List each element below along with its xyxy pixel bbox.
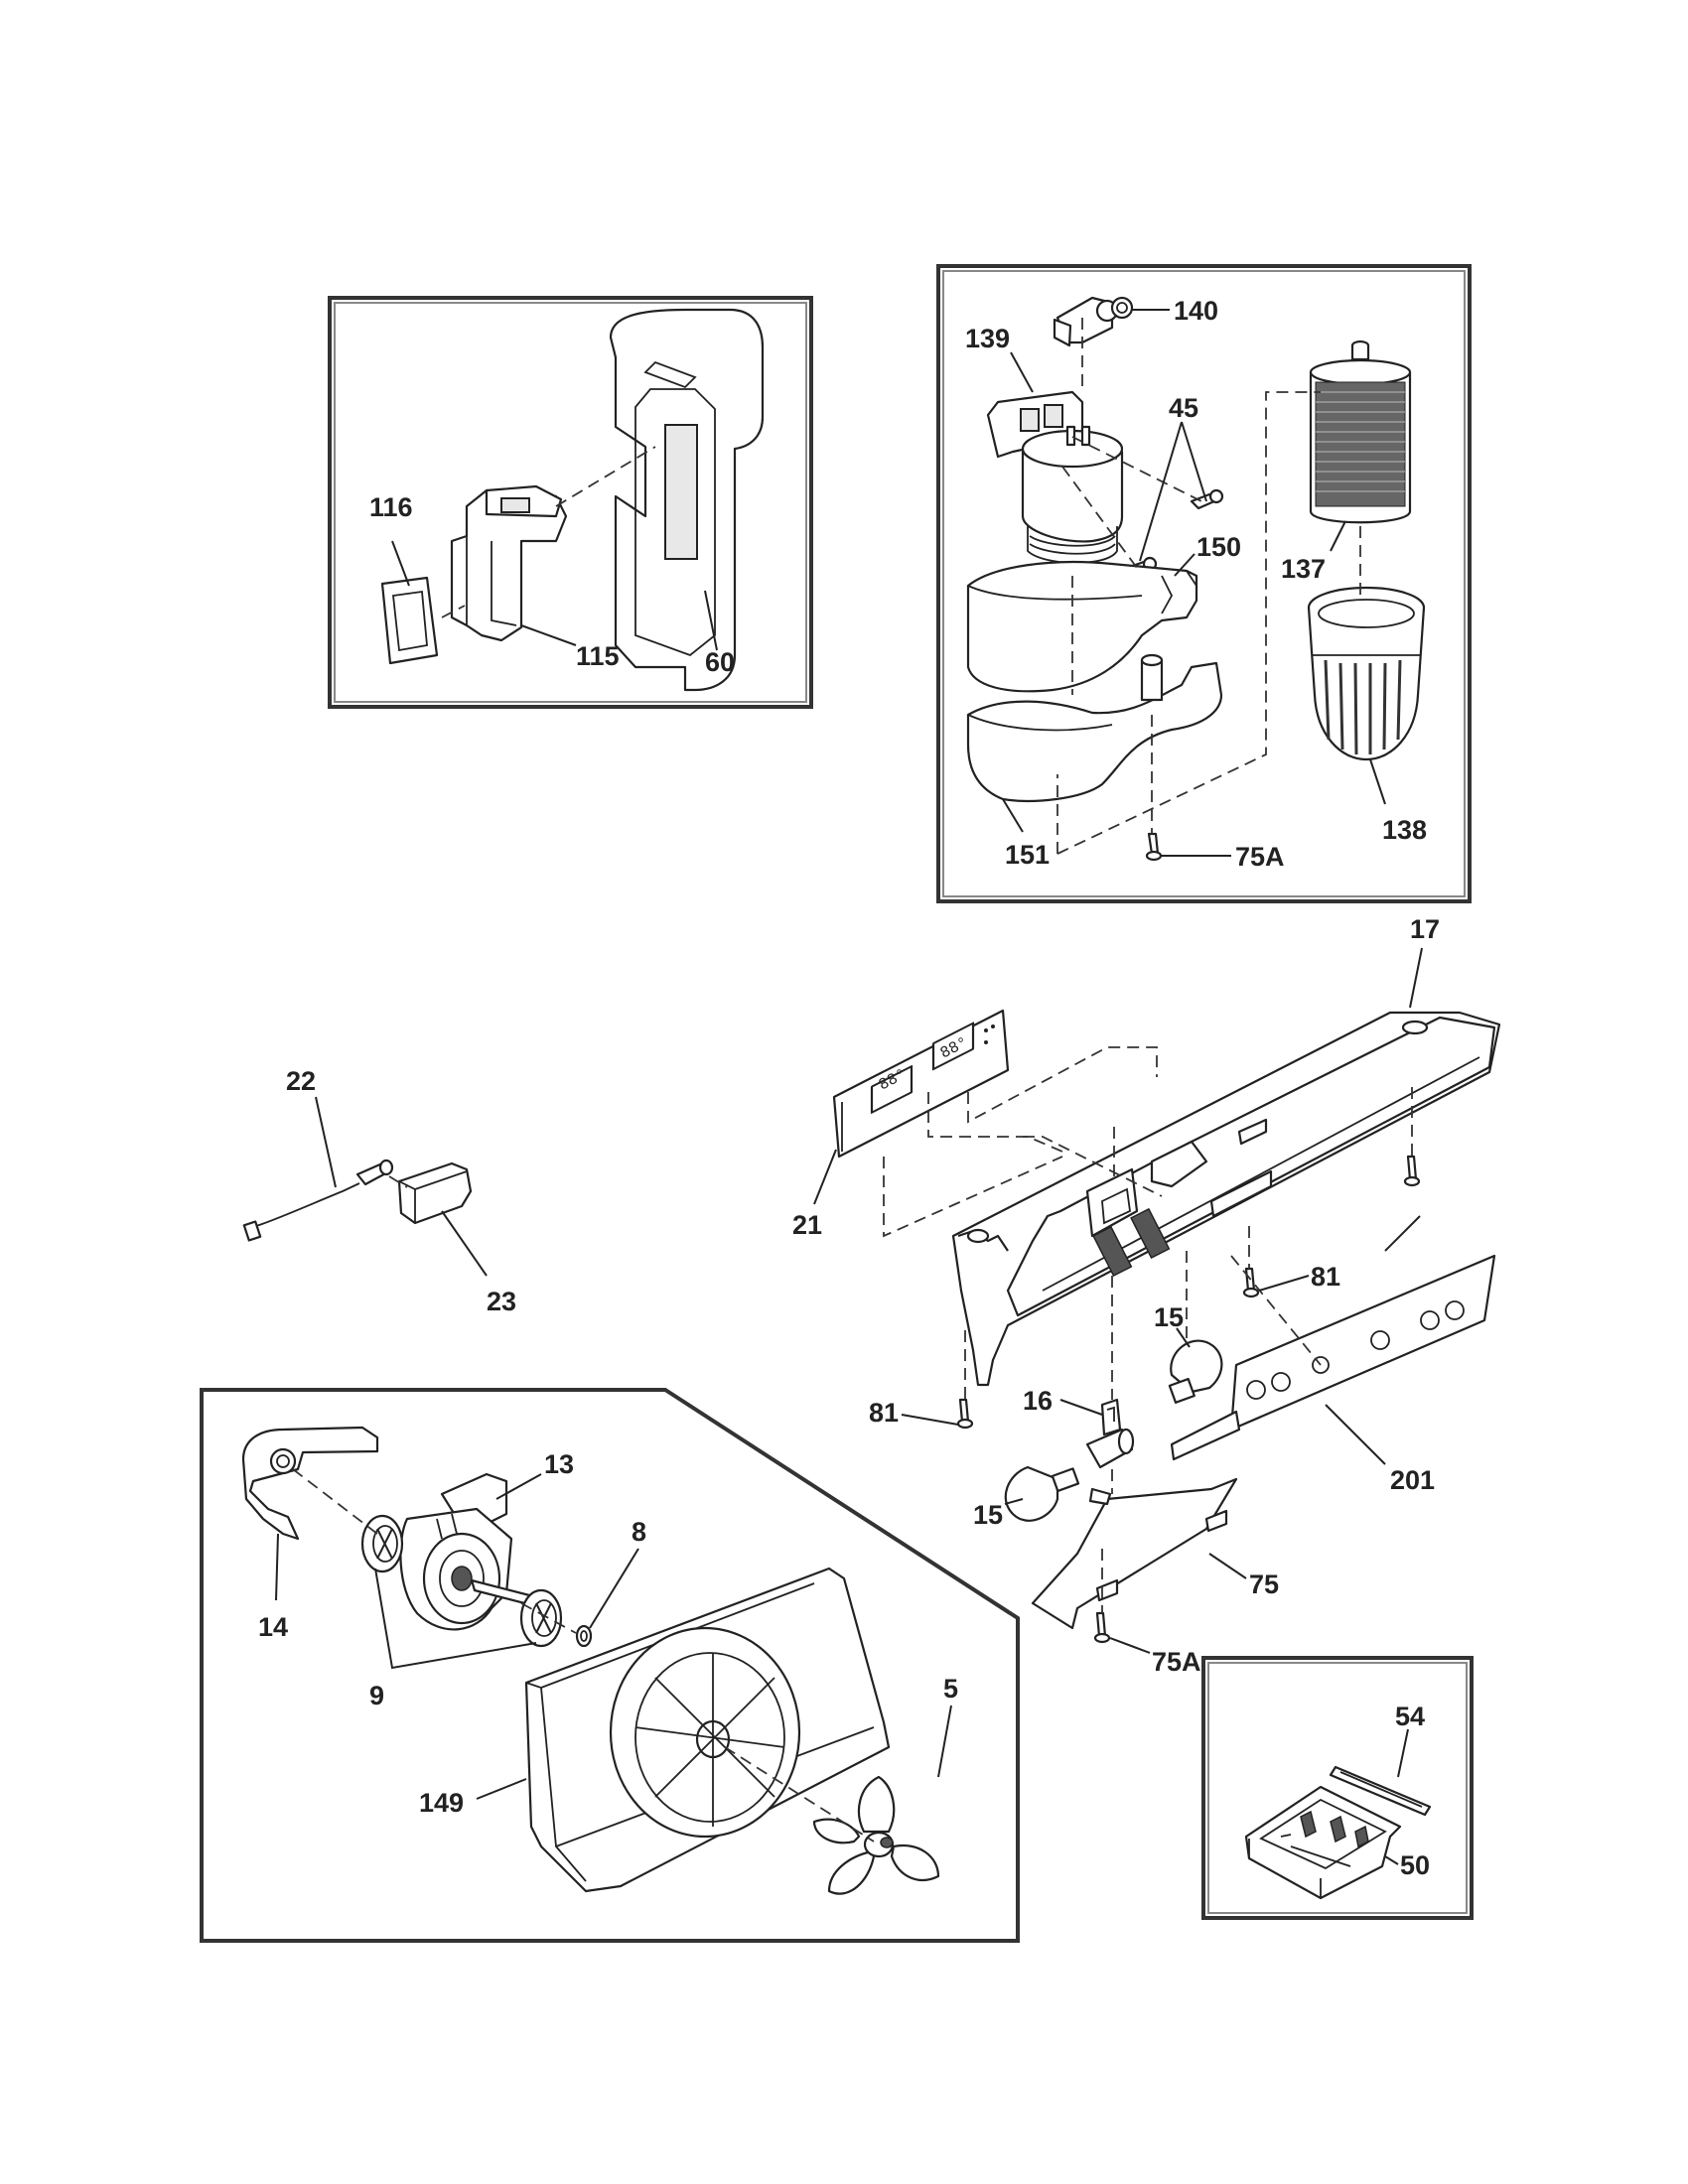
label-54: 54 bbox=[1395, 1702, 1425, 1731]
part-50-drip-tray bbox=[1244, 1785, 1402, 1900]
label-150: 150 bbox=[1196, 532, 1241, 562]
part-137-filter-cartridge bbox=[1309, 340, 1412, 524]
group-sensor-cord: 22 23 bbox=[242, 1066, 516, 1316]
label-149: 149 bbox=[419, 1788, 464, 1818]
label-45: 45 bbox=[1169, 393, 1198, 423]
label-140: 140 bbox=[1174, 296, 1218, 326]
label-15-bottom: 15 bbox=[973, 1500, 1003, 1530]
part-115-actuator bbox=[450, 484, 568, 642]
label-139: 139 bbox=[965, 324, 1010, 353]
part-139-filter-head bbox=[986, 390, 1124, 564]
part-81-screw-right bbox=[1403, 1155, 1421, 1187]
label-23: 23 bbox=[487, 1287, 516, 1316]
inset-drip-tray: 54 50 bbox=[1201, 1656, 1474, 1920]
part-21-display-board: 88° 88° bbox=[832, 1009, 1010, 1159]
label-75A-bottom: 75A bbox=[1152, 1647, 1201, 1677]
part-9-grommet-front bbox=[519, 1588, 563, 1648]
part-23-cover bbox=[397, 1161, 473, 1225]
inset-actuator-housing: 116 115 60 bbox=[328, 296, 813, 709]
part-75A-screw-bottom bbox=[1093, 1611, 1111, 1644]
label-81-left: 81 bbox=[869, 1398, 899, 1428]
part-151-lower-cover bbox=[966, 653, 1223, 802]
label-50: 50 bbox=[1400, 1850, 1430, 1880]
label-137: 137 bbox=[1281, 554, 1326, 584]
label-138: 138 bbox=[1382, 815, 1427, 845]
label-5: 5 bbox=[943, 1674, 958, 1704]
label-81-right: 81 bbox=[1311, 1262, 1340, 1292]
part-150-upper-cover bbox=[966, 560, 1198, 693]
part-201-control-overlay bbox=[1170, 1254, 1496, 1461]
part-16-lamp-socket bbox=[1085, 1398, 1135, 1469]
part-13-fan-motor bbox=[399, 1472, 546, 1631]
group-dispenser-control: 88° 88° bbox=[792, 914, 1501, 1677]
label-17: 17 bbox=[1410, 914, 1440, 944]
part-75A-screw-top bbox=[1145, 832, 1163, 862]
label-151: 151 bbox=[1005, 840, 1050, 870]
part-140-elbow-fitting bbox=[1053, 296, 1134, 347]
part-45-screws bbox=[1125, 488, 1224, 577]
part-81-screw-left bbox=[956, 1398, 974, 1430]
label-115: 115 bbox=[576, 641, 620, 671]
part-75-light-shield bbox=[1031, 1477, 1238, 1630]
label-8: 8 bbox=[632, 1517, 646, 1547]
part-149-fan-shroud bbox=[524, 1567, 891, 1893]
inset-fan-assembly: 13 8 14 9 5 149 bbox=[200, 1388, 1020, 1943]
label-201: 201 bbox=[1390, 1465, 1435, 1495]
label-16: 16 bbox=[1023, 1386, 1053, 1416]
part-60-housing bbox=[609, 308, 765, 692]
label-13: 13 bbox=[544, 1449, 574, 1479]
label-15-top: 15 bbox=[1154, 1302, 1184, 1332]
label-22: 22 bbox=[286, 1066, 316, 1096]
part-8-washer bbox=[575, 1624, 593, 1648]
part-17-dispenser-housing bbox=[951, 1011, 1501, 1387]
part-9-grommet-rear bbox=[360, 1514, 404, 1573]
part-14-bracket bbox=[241, 1426, 379, 1541]
label-21: 21 bbox=[792, 1210, 822, 1240]
label-75: 75 bbox=[1249, 1570, 1279, 1599]
part-54-grille bbox=[1329, 1765, 1432, 1817]
label-116: 116 bbox=[369, 492, 413, 522]
part-15-bulb-lower bbox=[1004, 1465, 1080, 1522]
inset-water-filter: 140 139 45 150 137 151 75A 138 bbox=[936, 264, 1472, 903]
part-22-thermistor-cord bbox=[242, 1159, 394, 1242]
label-75A-top: 75A bbox=[1235, 842, 1285, 872]
label-14: 14 bbox=[258, 1612, 288, 1642]
part-5-fan-blade bbox=[812, 1775, 940, 1895]
part-138-filter-housing bbox=[1307, 586, 1426, 761]
part-116-gasket bbox=[380, 576, 439, 665]
part-15-bulb-upper bbox=[1168, 1339, 1223, 1404]
label-60: 60 bbox=[705, 647, 735, 677]
label-9: 9 bbox=[369, 1681, 384, 1710]
